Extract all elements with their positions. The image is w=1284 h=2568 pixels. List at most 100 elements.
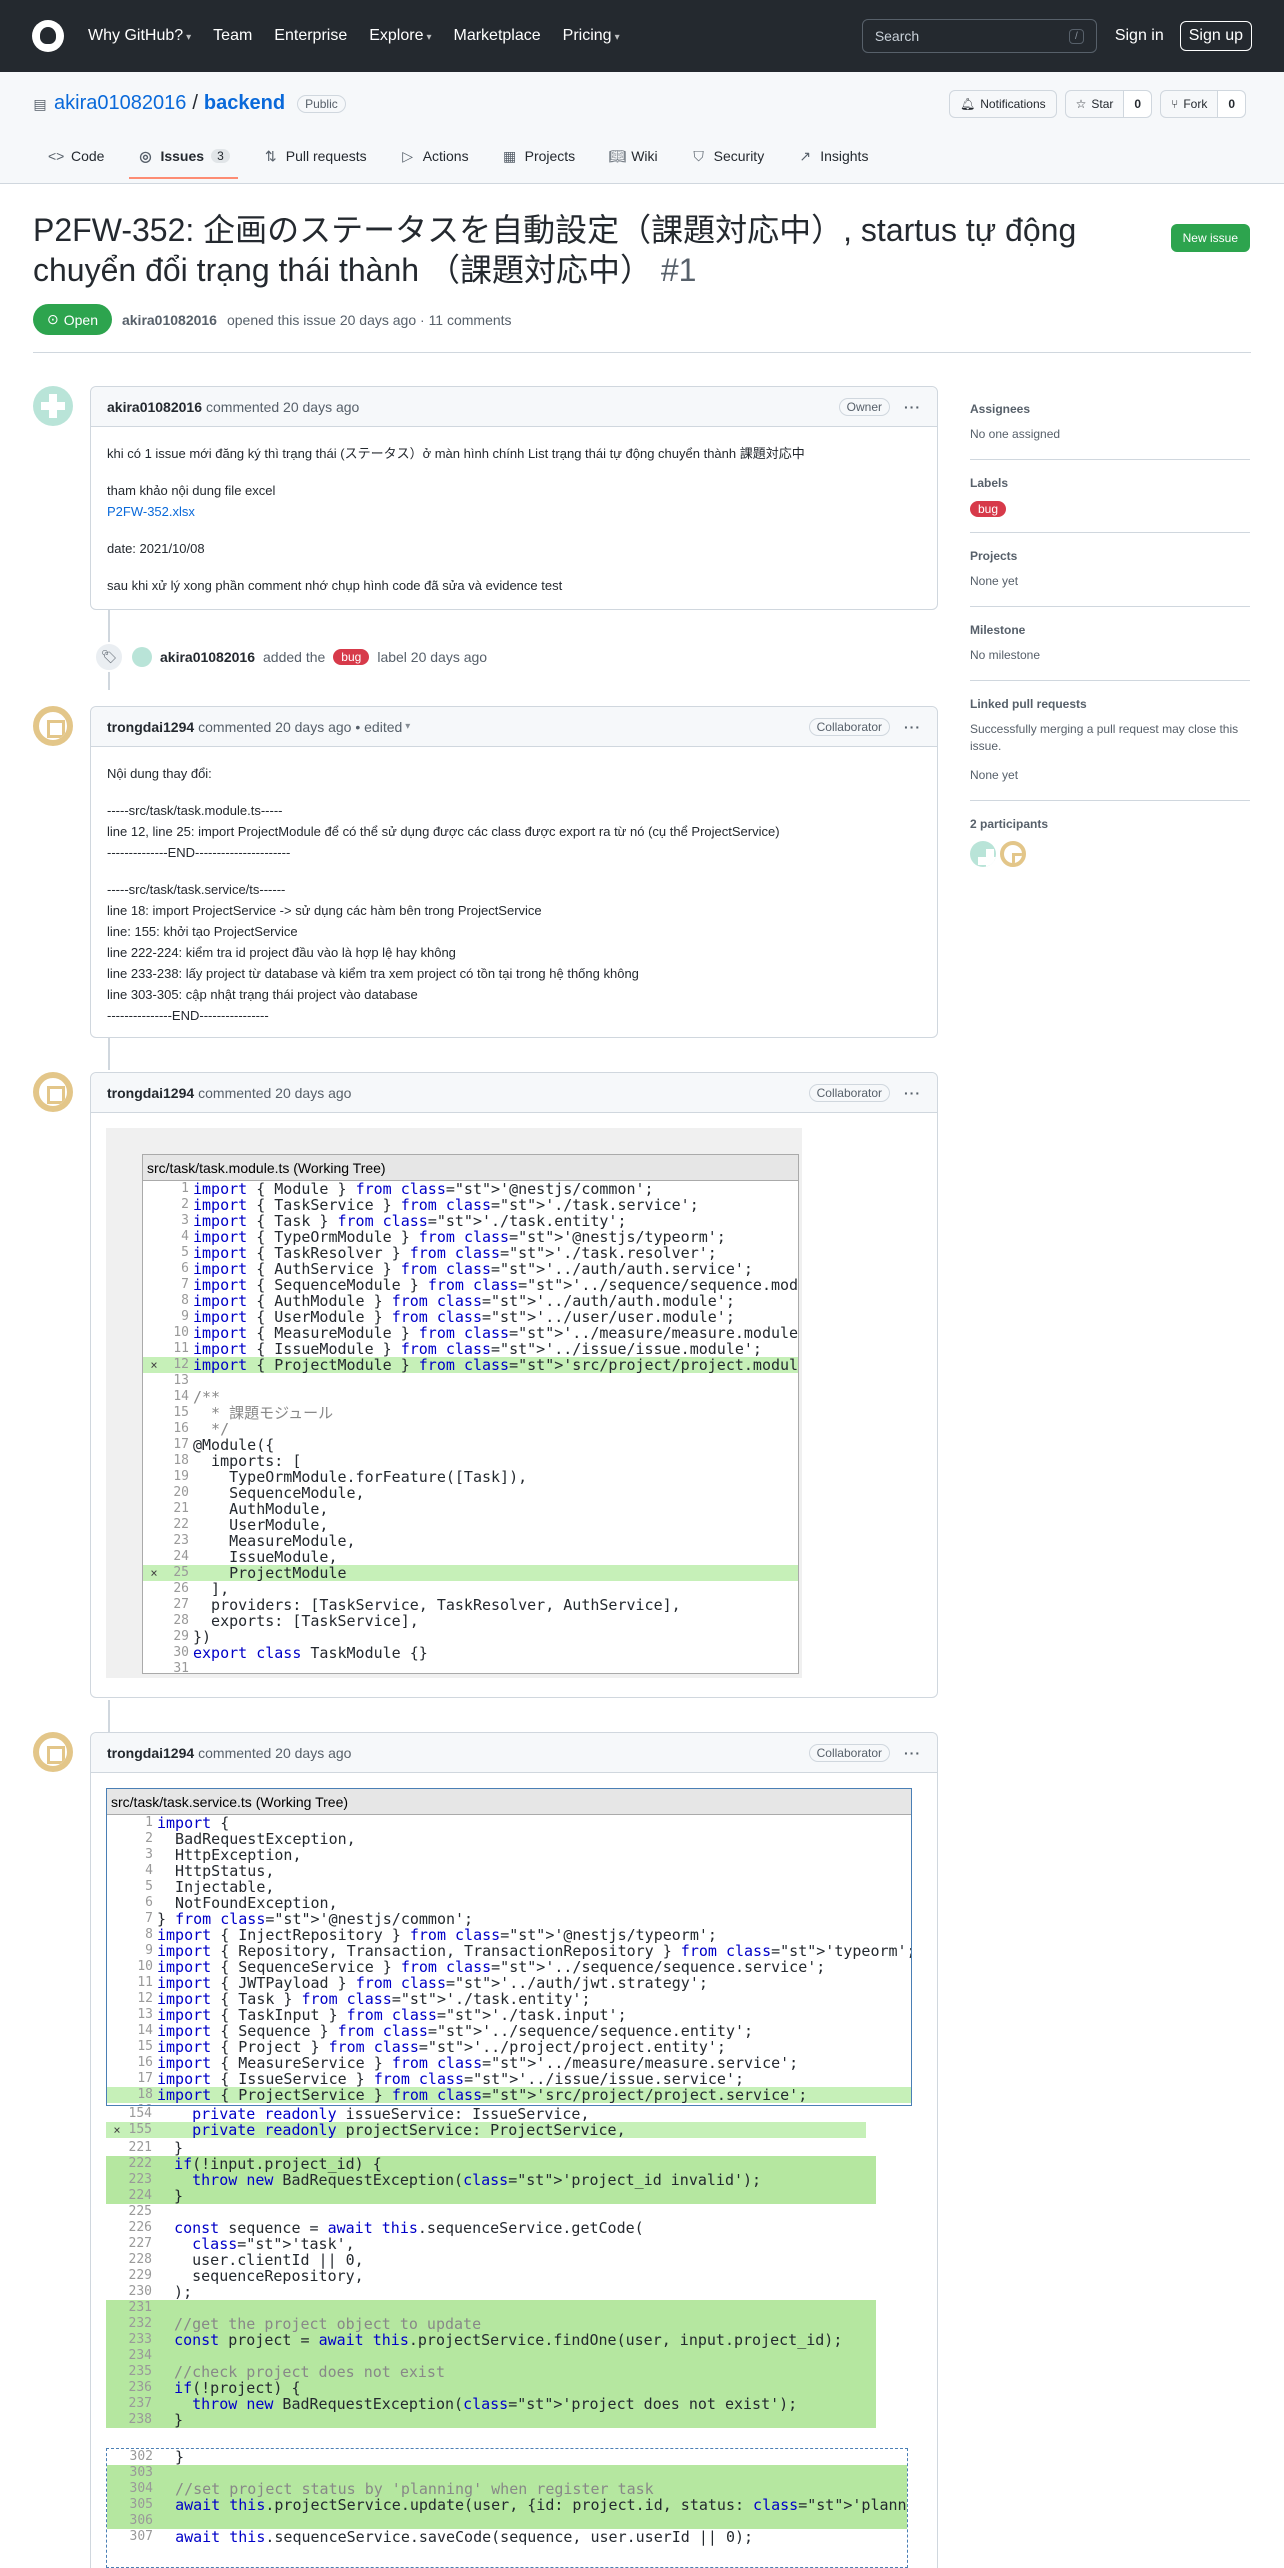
comment-author[interactable]: trongdai1294: [107, 1744, 195, 1761]
comment-author[interactable]: akira01082016: [107, 398, 202, 415]
diff-marker: [106, 2364, 128, 2380]
bug-label[interactable]: bug: [333, 649, 370, 665]
nav-enterprise[interactable]: Enterprise: [274, 27, 348, 44]
notifications-button[interactable]: 🔔︎Notifications: [949, 90, 1057, 118]
avatar[interactable]: [33, 706, 73, 746]
line-number: 303: [129, 2465, 153, 2480]
issue-icon: ◎: [139, 148, 152, 164]
more-options-icon[interactable]: ···: [904, 718, 921, 735]
code-text: exports: [TaskService],: [193, 1612, 419, 1630]
code-text: import { TaskResolver } from class="st">…: [193, 1244, 717, 1262]
code-text: import { Repository, Transaction, Transa…: [157, 1942, 912, 1960]
repo-title: ▤ akira01082016 / backend Public: [32, 92, 346, 115]
tab-pull-requests[interactable]: ⇅Pull requests: [263, 148, 367, 178]
diff-marker: [143, 1405, 165, 1421]
diff-marker: [106, 2252, 128, 2268]
line-number: 227: [128, 2236, 152, 2251]
diff-marker: [107, 1879, 129, 1895]
avatar[interactable]: [33, 1732, 73, 1772]
code-text: //get the project object to update: [156, 2315, 482, 2333]
chevron-down-icon[interactable]: ▾: [405, 721, 411, 732]
nav-team[interactable]: Team: [213, 27, 253, 44]
attachment-link[interactable]: P2FW-352.xlsx: [107, 504, 195, 519]
sign-up-button[interactable]: Sign up: [1179, 21, 1252, 51]
section-title: Labels: [970, 476, 1009, 490]
code-line: 20 SequenceModule,: [143, 1485, 798, 1501]
tab-code[interactable]: <>Code: [48, 148, 104, 178]
star-count[interactable]: 0: [1123, 91, 1152, 117]
search-input[interactable]: Search /: [861, 19, 1097, 53]
avatar[interactable]: [33, 1072, 73, 1112]
tab-actions[interactable]: ▷Actions: [400, 148, 468, 178]
nav-marketplace[interactable]: Marketplace: [453, 27, 541, 44]
code-text: IssueModule,: [193, 1548, 338, 1566]
line-number: 229: [128, 2268, 152, 2283]
nav-why-github[interactable]: Why GitHub?▾: [88, 27, 192, 44]
code-line: 237 throw new BadRequestException(class=…: [106, 2396, 876, 2412]
comment-body: khi có 1 issue mới đăng ký thì trạng thá…: [91, 427, 937, 612]
comment-text: line 18: import ProjectService -> sử dụn…: [107, 903, 542, 918]
repo-name-link[interactable]: backend: [203, 92, 286, 114]
avatar[interactable]: [132, 647, 152, 667]
code-text: const project = await this.projectServic…: [174, 2331, 843, 2349]
sign-in-link[interactable]: Sign in: [1114, 27, 1164, 44]
avatar[interactable]: [33, 386, 73, 426]
participant-avatar[interactable]: [970, 841, 996, 867]
fork-count[interactable]: 0: [1217, 91, 1245, 117]
tab-wiki[interactable]: 📖︎Wiki: [608, 148, 657, 178]
line-number: 236: [128, 2380, 152, 2395]
tab-insights[interactable]: ↗Insights: [797, 148, 868, 178]
participant-avatar[interactable]: [1000, 841, 1026, 867]
bug-label[interactable]: bug: [970, 501, 1007, 517]
nav-pricing[interactable]: Pricing▾: [562, 27, 620, 44]
nav-explore[interactable]: Explore▾: [369, 27, 432, 44]
code-text: sequenceRepository,: [156, 2267, 364, 2285]
code-line: 232 //get the project object to update: [106, 2316, 876, 2332]
comment-author[interactable]: trongdai1294: [107, 1084, 195, 1101]
issue-author-link[interactable]: akira01082016: [121, 311, 217, 328]
line-number: 19: [129, 2103, 157, 2105]
line-number: 8: [145, 1927, 153, 1942]
code-text: /**: [193, 1388, 221, 1406]
line-number: 222: [128, 2156, 152, 2171]
more-options-icon[interactable]: ···: [904, 398, 921, 415]
event-actor-link[interactable]: akira01082016: [160, 649, 255, 665]
more-options-icon[interactable]: ···: [904, 1084, 921, 1101]
code-line: 27 providers: [TaskService, TaskResolver…: [143, 1597, 798, 1613]
new-issue-button[interactable]: New issue: [1170, 224, 1250, 252]
diff-marker: [143, 1389, 165, 1405]
code-line: 230 );: [106, 2284, 876, 2300]
code-text: import { ProjectModule } from class="st"…: [193, 1356, 799, 1374]
diff-marker: [143, 1325, 165, 1341]
tab-security[interactable]: ⛉Security: [691, 148, 764, 178]
role-badge: Owner: [838, 397, 890, 416]
repo-separator: /: [192, 92, 198, 114]
state-label: Open: [63, 311, 98, 328]
diff-marker: [143, 1597, 165, 1613]
repo-owner-link[interactable]: akira01082016: [54, 92, 187, 114]
tab-projects[interactable]: ▦Projects: [502, 148, 575, 178]
bell-icon: 🔔︎: [960, 97, 976, 111]
github-logo-icon[interactable]: [32, 20, 64, 52]
more-options-icon[interactable]: ···: [904, 1744, 921, 1761]
line-number: 306: [129, 2513, 153, 2528]
section-value: No one assigned: [970, 427, 1061, 441]
line-number: 8: [181, 1293, 189, 1308]
code-text: import { SequenceService } from class="s…: [157, 1958, 826, 1976]
code-line: 4 HttpStatus,: [107, 1863, 911, 1879]
comment-author[interactable]: trongdai1294: [107, 718, 195, 735]
comment-text: ---------------END----------------: [107, 1008, 269, 1023]
labels-section: Labels bug: [970, 460, 1250, 533]
code-line: 6 NotFoundException,: [107, 1895, 911, 1911]
code-text: import { SequenceModule } from class="st…: [193, 1276, 799, 1294]
